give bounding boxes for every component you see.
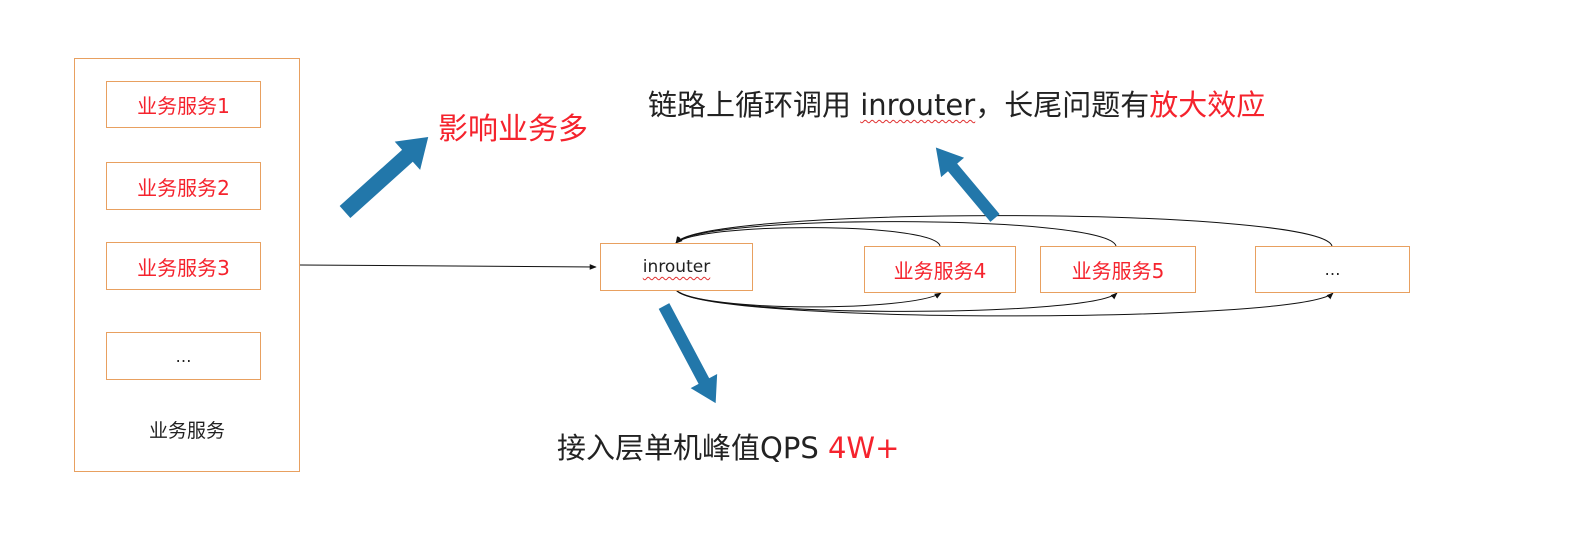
service-node-more[interactable]: … (1255, 246, 1410, 293)
impact-arrow (339, 137, 429, 218)
return-edge-service5 (675, 221, 1117, 247)
loop-annotation-middle: ，长尾问题有 (975, 88, 1150, 122)
inrouter-label: inrouter (642, 257, 711, 277)
return-edge-more (675, 215, 1333, 247)
service-node-5[interactable]: 业务服务5 (1040, 246, 1196, 293)
qps-arrow (658, 303, 718, 404)
qps-annotation-prefix: 接入层单机峰值QPS (557, 431, 828, 465)
loop-annotation: 链路上循环调用 inrouter，长尾问题有放大效应 (648, 82, 1265, 124)
qps-annotation: 接入层单机峰值QPS 4W+ (557, 425, 899, 467)
loop-annotation-term: inrouter (860, 88, 976, 122)
call-edge-service5 (675, 289, 1118, 312)
service-box-more[interactable]: … (106, 332, 261, 380)
impact-annotation: 影响业务多 (438, 112, 588, 147)
container-caption: 业务服务 (148, 420, 225, 442)
service-node-4[interactable]: 业务服务4 (864, 246, 1016, 293)
service-box-3[interactable]: 业务服务3 (106, 242, 261, 290)
service-box-2[interactable]: 业务服务2 (106, 162, 261, 210)
return-edge-service4 (675, 227, 941, 247)
service-box-1[interactable]: 业务服务1 (106, 81, 261, 128)
inrouter-node[interactable]: inrouter (600, 243, 753, 291)
loop-annotation-emphasis: 放大效应 (1149, 88, 1266, 122)
qps-annotation-value: 4W+ (827, 431, 900, 465)
request-edge (299, 264, 597, 270)
loop-annotation-prefix: 链路上循环调用 (648, 88, 861, 122)
call-edge-more (675, 289, 1334, 317)
amplify-arrow (935, 147, 1000, 222)
